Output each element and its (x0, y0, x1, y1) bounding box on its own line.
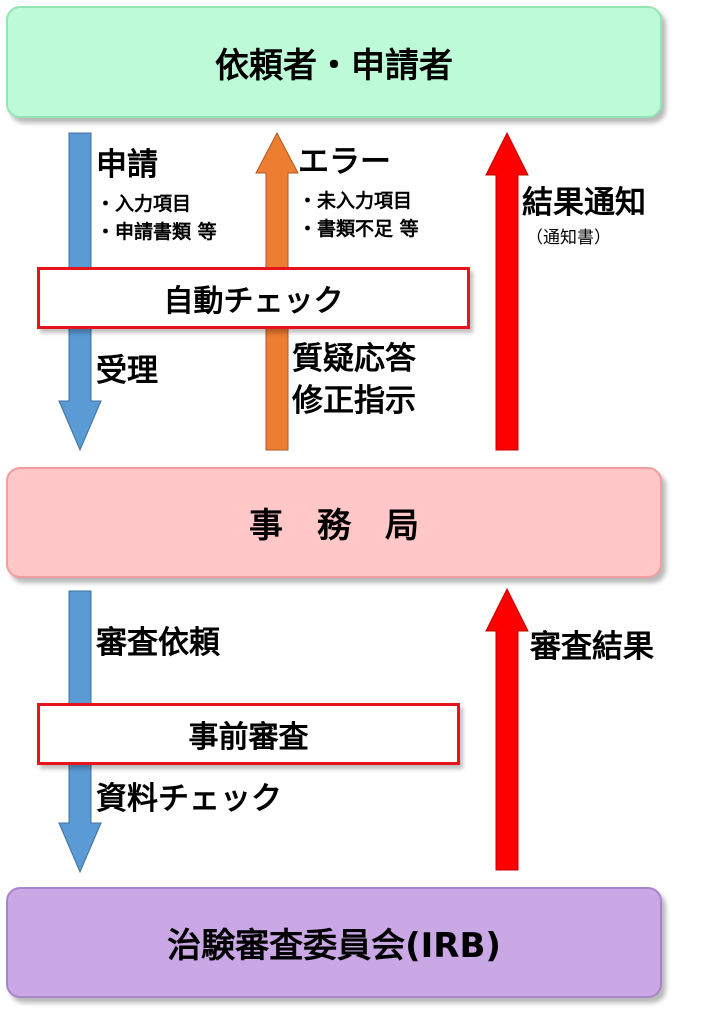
label-document-check: 資料チェック (96, 781, 282, 817)
label-query-2: 修正指示 (292, 383, 416, 419)
node-irb-label: 治験審査委員会(IRB) (167, 926, 501, 966)
pre-review-label: 事前審査 (188, 720, 309, 755)
arrow-result-notice-up (485, 131, 529, 451)
node-applicant: 依頼者・申請者 (6, 6, 662, 118)
label-error-item-1: ・未入力項目 (298, 190, 413, 212)
label-review-request: 審査依頼 (96, 625, 220, 661)
node-office-label: 事 務 局 (249, 506, 419, 546)
node-office: 事 務 局 (6, 467, 662, 578)
label-review-result: 審査結果 (530, 629, 654, 665)
node-applicant-label: 依頼者・申請者 (215, 45, 453, 86)
label-accepted: 受理 (96, 353, 158, 389)
auto-check-box: 自動チェック (37, 267, 470, 329)
node-irb: 治験審査委員会(IRB) (6, 887, 662, 998)
label-error-item-2: ・書類不足 等 (298, 218, 419, 240)
label-query-1: 質疑応答 (292, 341, 416, 377)
label-application-item-1: ・入力項目 (96, 193, 192, 215)
label-result-notice: 結果通知 (522, 185, 646, 221)
label-result-notice-sub: （通知書） (526, 228, 611, 248)
label-application: 申請 (96, 147, 158, 183)
arrow-review-result-up (485, 587, 529, 871)
label-error: エラー (298, 144, 391, 180)
pre-review-box: 事前審査 (37, 703, 460, 765)
label-application-item-2: ・申請書類 等 (96, 221, 217, 243)
auto-check-label: 自動チェック (163, 284, 344, 319)
